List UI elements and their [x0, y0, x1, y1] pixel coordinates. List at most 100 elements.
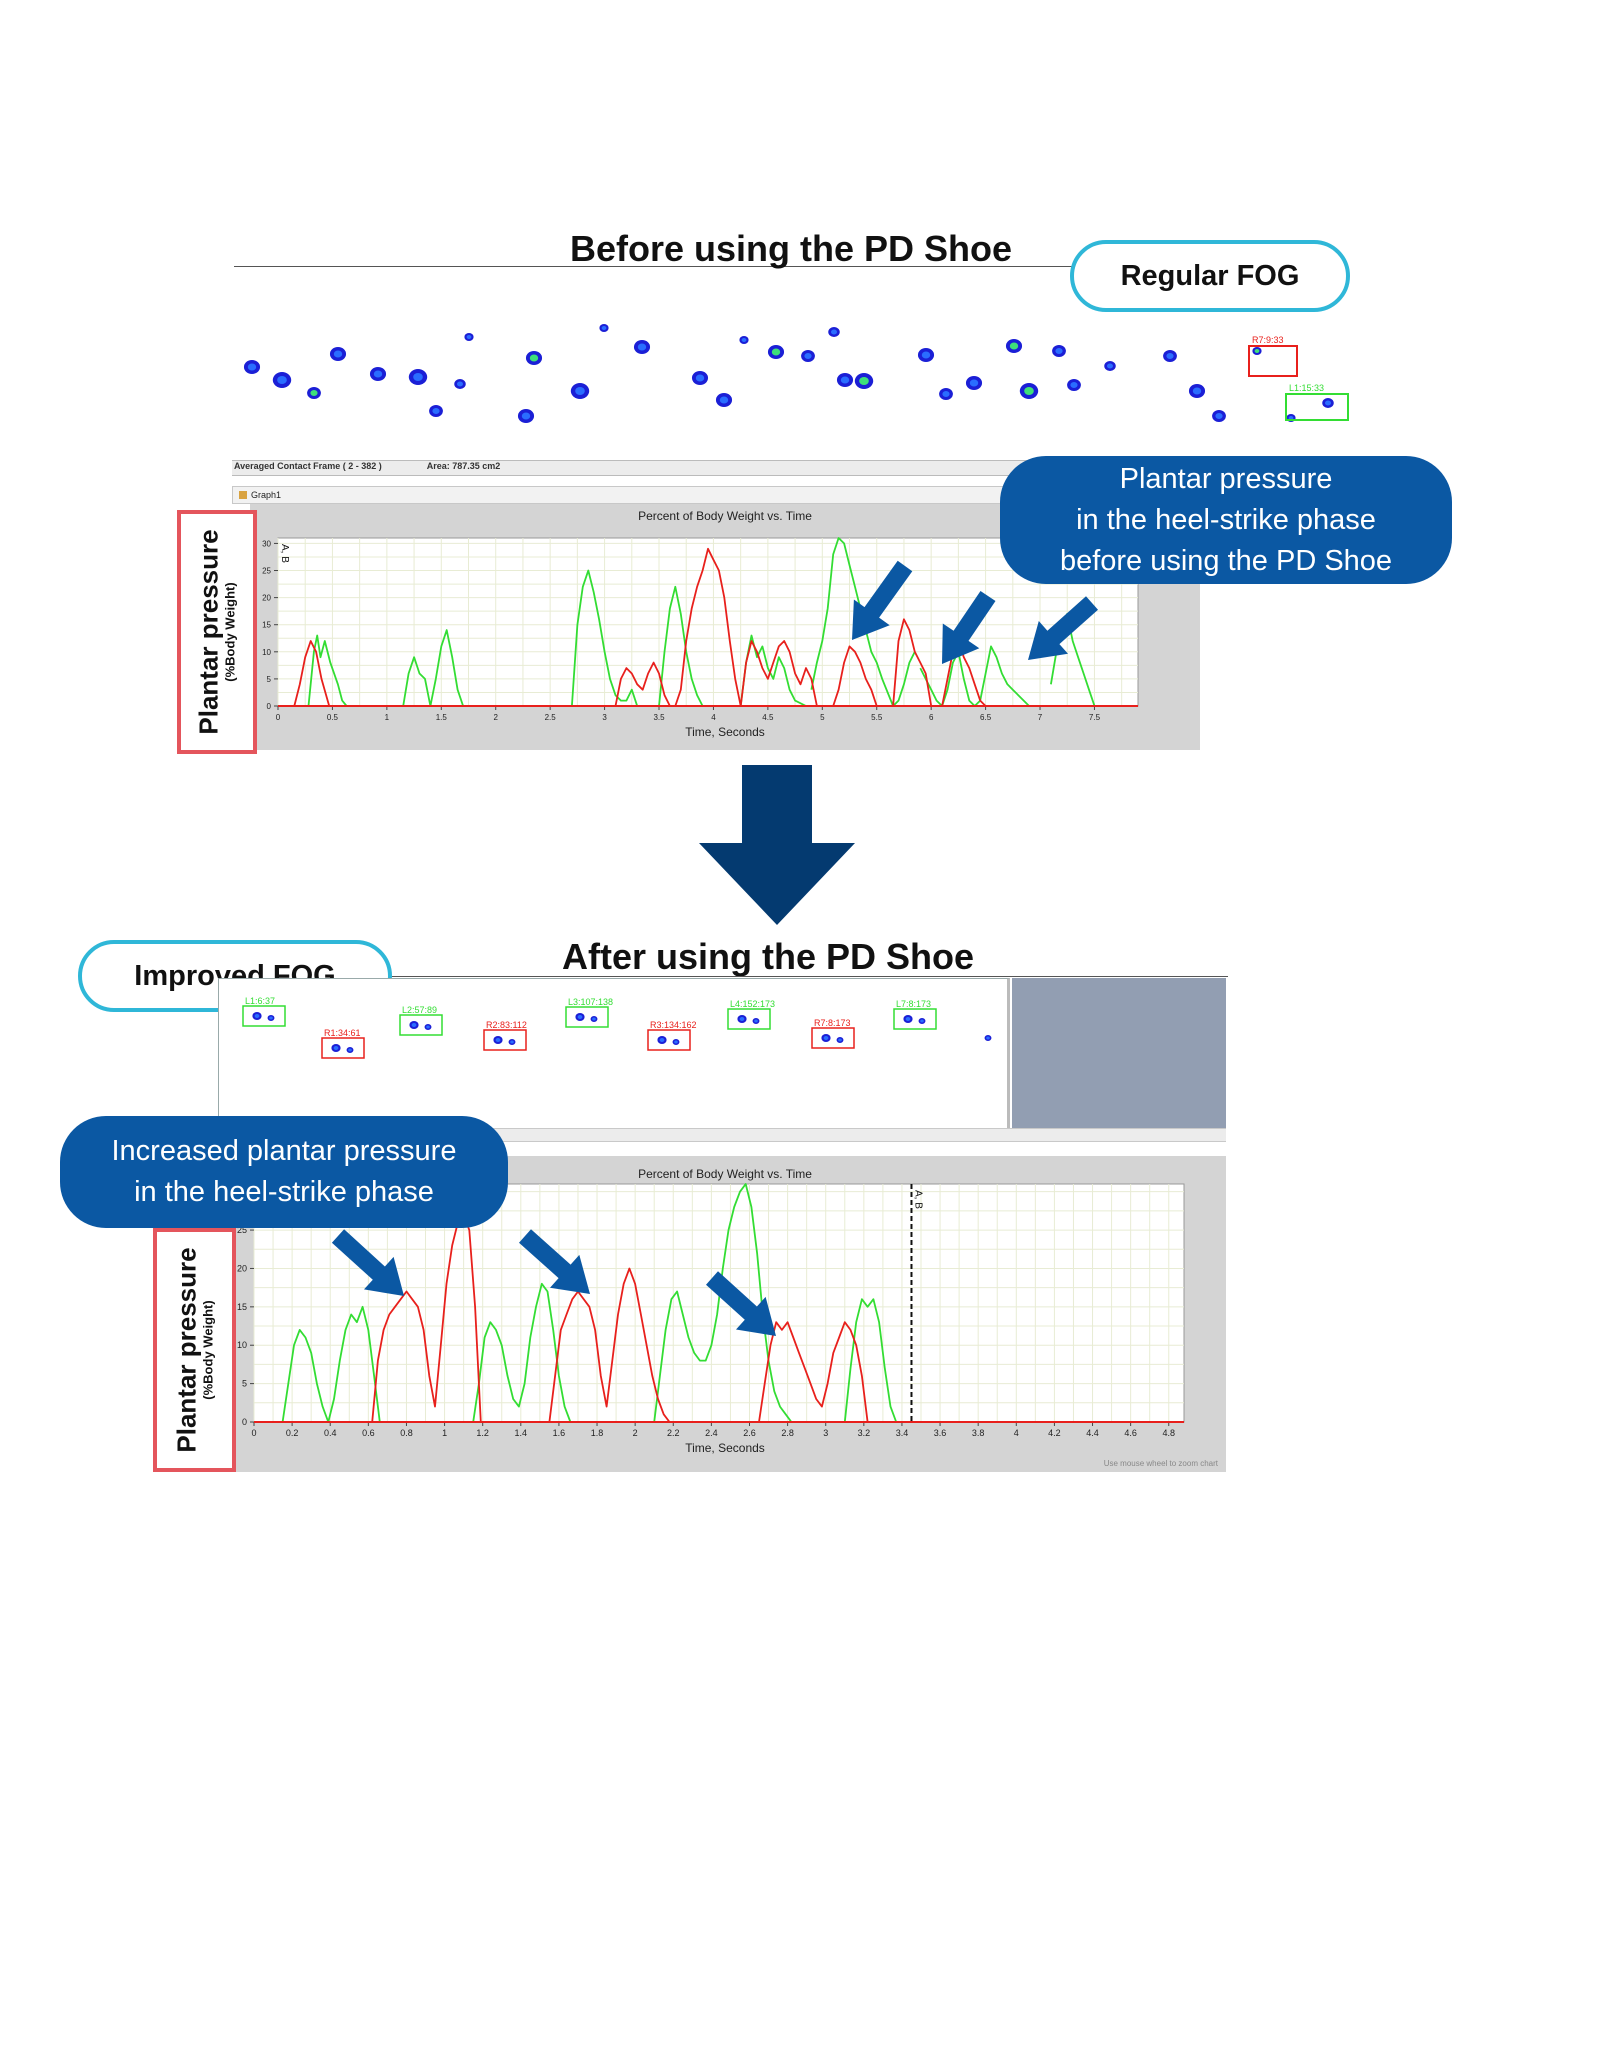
y-tick-label: 25	[262, 567, 271, 576]
footprint-box-right	[1248, 345, 1298, 377]
y-tick-label: 0	[267, 702, 272, 711]
footprint-blob-core	[771, 348, 781, 356]
footprint-blob-core	[831, 329, 837, 335]
footprint-blob-core	[637, 343, 647, 351]
footprint-boxes: L1:6:37R1:34:61L2:57:89R2:83:112L3:107:1…	[242, 996, 937, 1059]
footprint-blob-core	[859, 377, 869, 385]
footprint-blob-core	[333, 350, 343, 358]
series-line-0-0	[307, 634, 348, 707]
footprint-box	[565, 1006, 609, 1028]
ylabel-sub: (%Body Weight)	[200, 1300, 216, 1400]
before-divider-line	[234, 266, 1074, 267]
footprint-blob-core	[1192, 387, 1202, 395]
x-axis-label: Time, Seconds	[685, 1441, 765, 1455]
footprint-blob-core	[741, 338, 747, 342]
x-tick-label: 0.6	[362, 1428, 375, 1438]
callout-line: before using the PD Shoe	[1059, 544, 1393, 577]
footprint-blob-core	[1215, 413, 1223, 419]
series-line-1-2	[758, 1321, 869, 1423]
series-line-0-2	[571, 569, 639, 707]
before-footprint-strip: R7:9:33 L1:15:33	[243, 324, 1349, 423]
after-heading: After using the PD Shoe	[562, 936, 975, 977]
footprint-blob-core	[695, 374, 705, 382]
callout-line: in the heel-strike phase	[134, 1176, 434, 1208]
x-tick-label: 4.2	[1048, 1428, 1061, 1438]
before-window-titlebar[interactable]: Graph1	[232, 486, 1197, 504]
footprint-blob-core	[310, 390, 318, 396]
footprint-blob-core	[905, 1017, 911, 1021]
footprint-blobs	[252, 1012, 992, 1053]
footprint-blob-core	[426, 1025, 430, 1029]
series-line-0-3	[658, 585, 704, 707]
series-line-1-0	[293, 640, 331, 707]
y-tick-label: 5	[242, 1379, 247, 1389]
zoom-hint: Use mouse wheel to zoom chart	[1104, 1459, 1219, 1468]
footprint-blob-core	[510, 1040, 514, 1044]
series-line-0-0	[281, 1305, 381, 1423]
x-tick-label: 1.2	[476, 1428, 489, 1438]
footprint-blob-core	[457, 381, 463, 387]
x-tick-label: 0	[276, 713, 281, 722]
footprint-blob-core	[659, 1038, 665, 1042]
x-tick-label: 4.4	[1086, 1428, 1099, 1438]
footprint-box	[483, 1029, 527, 1051]
footprint-blob-core	[529, 354, 539, 362]
footprint-blob-core	[575, 387, 585, 395]
footprint-blob-core	[254, 1014, 260, 1018]
x-tick-label: 0.5	[327, 713, 339, 722]
footprint-blobs	[243, 324, 1334, 423]
x-tick-label: 1.8	[591, 1428, 604, 1438]
footprint-blob-core	[804, 353, 812, 359]
x-tick-label: 0.2	[286, 1428, 299, 1438]
x-tick-label: 3	[602, 713, 607, 722]
after-footprint-strip: L1:6:37R1:34:61L2:57:89R2:83:112L3:107:1…	[242, 996, 992, 1059]
x-tick-label: 1	[442, 1428, 447, 1438]
time-cursor-label: A, B	[279, 544, 290, 563]
y-tick-label: 5	[267, 675, 272, 684]
x-tick-label: 5.5	[871, 713, 883, 722]
footprint-blob-core	[521, 412, 531, 420]
footprint-blob-core	[986, 1036, 990, 1040]
footprint-blob-core	[1070, 382, 1078, 388]
x-tick-label: 2.4	[705, 1428, 718, 1438]
footprint-blob-core	[969, 379, 979, 387]
footprint-label: R2:83:112	[486, 1020, 527, 1030]
y-tick-label: 20	[262, 594, 271, 603]
footprint-blob-core	[840, 376, 850, 384]
footprint-label: L3:107:138	[568, 997, 613, 1007]
footprint-blob-core	[1009, 342, 1019, 350]
series-line-0-1	[402, 629, 464, 707]
series-line-0-1	[472, 1282, 582, 1423]
footprint-box	[811, 1027, 855, 1049]
ylabel-main: Plantar pressure	[171, 1247, 202, 1453]
x-tick-label: 7.5	[1089, 713, 1101, 722]
y-tick-label: 20	[237, 1263, 247, 1273]
footprint-blob-core	[1024, 387, 1034, 395]
series-line-0-2	[653, 1183, 803, 1423]
x-tick-label: 2.8	[781, 1428, 794, 1438]
footprint-label: R7:9:33	[1252, 335, 1284, 345]
footprint-label: L4:152:173	[730, 999, 775, 1009]
chart-title: Percent of Body Weight vs. Time	[638, 1167, 812, 1181]
footprint-blob-core	[413, 373, 423, 381]
after-ylabel-box: Plantar pressure (%Body Weight)	[153, 1228, 236, 1472]
time-cursor-label: A, B	[912, 1190, 923, 1209]
y-tick-label: 0	[242, 1417, 247, 1427]
footprint-blob-core	[269, 1016, 273, 1020]
x-tick-label: 4.6	[1124, 1428, 1137, 1438]
x-tick-label: 1	[385, 713, 390, 722]
y-tick-label: 10	[237, 1340, 247, 1350]
footprint-blob-core	[277, 376, 287, 384]
footprint-blob-core	[1254, 349, 1260, 353]
footprint-blob-core	[247, 363, 257, 371]
series-line-0-3	[843, 1298, 898, 1423]
x-tick-label: 2	[493, 713, 498, 722]
footprint-blob-core	[719, 396, 729, 404]
footprint-blob-core	[466, 335, 472, 339]
footprint-blob-core	[1107, 363, 1113, 369]
footprint-label: L1:15:33	[1289, 383, 1324, 393]
chart-title: Percent of Body Weight vs. Time	[638, 509, 812, 523]
x-tick-label: 5	[820, 713, 825, 722]
after-callout: Increased plantar pressure in the heel-s…	[60, 1116, 508, 1228]
callout-line: Plantar pressure	[1119, 462, 1333, 495]
